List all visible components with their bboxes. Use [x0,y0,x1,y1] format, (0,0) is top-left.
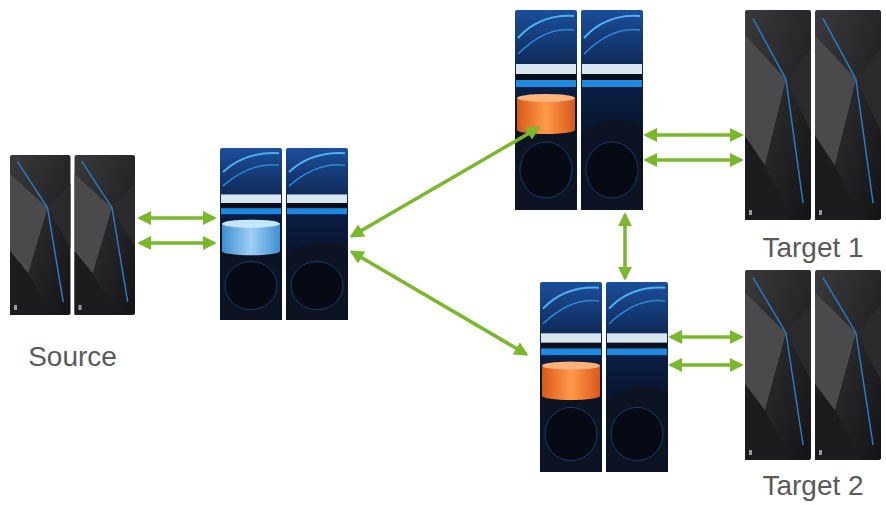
cabinet-half [286,148,348,320]
server-cabinet [745,10,881,220]
cabinet-logo [819,210,822,215]
cabinet-band [516,80,576,87]
cabinet-accent [289,165,345,186]
link-arrow [671,335,741,339]
cabinet-band [221,208,281,214]
cabinet-facet [10,251,52,315]
server-cabinet [10,155,135,315]
cabinet-band [516,74,576,80]
cabinet-panel [520,142,572,198]
cabinet-logo [79,305,82,310]
cabinet-band [541,333,601,343]
cabinet-band [541,349,601,356]
cabinet-band [582,64,642,74]
cabinet-accent [823,278,873,445]
cabinet-band [607,349,667,356]
disk-cylinder [542,366,600,400]
node-label: Source [26,341,119,373]
cabinet-facet [75,251,117,315]
node-label: Target 1 [760,232,865,264]
cabinet-half [606,282,668,472]
cabinet-panel [606,386,668,472]
cabinet-half [815,10,881,220]
cabinet-facet [856,304,881,380]
cabinet-band [287,203,347,208]
cabinet-accent [753,278,803,445]
cabinet-facet [856,48,881,132]
cabinet-band [287,194,347,203]
cabinet-facet [745,136,791,220]
server-node: Target 2 [745,270,881,502]
cabinet-logo [749,210,752,215]
cabinet-panel [291,262,343,310]
cabinet-panel [286,242,348,320]
cabinet-band [221,194,281,203]
cabinet-accent [82,161,128,302]
cabinet-half [581,10,643,210]
cabinet-band [221,203,281,208]
cabinet-band [582,74,642,80]
link-arrow [646,133,741,137]
link-arrow [140,216,214,220]
link-arrow [140,241,214,245]
cabinet-band [582,80,642,87]
cabinet-accent [17,161,63,302]
cabinet-accent [584,30,640,55]
disk-cylinder-top [222,220,280,228]
cabinet-panel [611,407,663,460]
cabinet-facet [48,184,71,248]
cabinet-facet [786,304,811,380]
cabinet-band [607,333,667,343]
disk-cylinder [517,98,575,134]
disk-cylinder [222,224,280,256]
cabinet-band [541,343,601,349]
cabinet-band [516,64,576,74]
link-arrow [623,215,627,278]
cabinet-logo [749,450,752,455]
link-arrow [352,252,526,354]
cabinet-panel [225,262,277,310]
disk-cylinder-top [542,362,600,370]
storage-cabinet [220,148,348,320]
cabinet-half [540,282,602,472]
cabinet-panel [581,120,643,210]
cabinet-facet [745,384,791,460]
cabinet-band [607,343,667,349]
cabinet-half [10,155,71,315]
cabinet-accent [753,18,803,203]
cabinet-half [75,155,136,315]
link-arrow [671,363,741,367]
cabinet-accent [518,30,574,55]
cabinet-facet [815,384,861,460]
cabinet-logo [14,305,17,310]
server-node: Source [10,155,135,373]
node-label: Target 2 [760,470,865,502]
cabinet-half [815,270,881,460]
link-arrow [352,128,538,236]
cabinet-facet [112,184,135,248]
storage-cabinet [540,282,668,472]
disk-cylinder-top [517,94,575,102]
cabinet-accent [223,165,279,186]
cabinet-half [745,270,811,460]
link-arrow [646,158,741,162]
cabinet-half [745,10,811,220]
storage-cabinet [515,10,643,210]
cabinet-half [515,10,577,210]
cabinet-logo [819,450,822,455]
cabinet-facet [815,136,861,220]
cabinet-accent [609,301,665,324]
cabinet-panel [586,142,638,198]
cabinet-half [220,148,282,320]
cabinet-accent [543,301,599,324]
server-cabinet [745,270,881,460]
server-node: Target 1 [745,10,881,264]
cabinet-facet [786,48,811,132]
cabinet-band [287,208,347,214]
cabinet-panel [545,407,597,460]
cabinet-accent [823,18,873,203]
